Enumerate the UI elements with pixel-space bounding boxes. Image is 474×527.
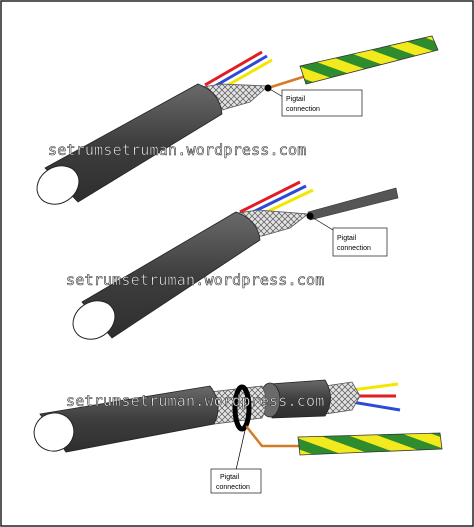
bottom-callout-leader <box>235 425 247 471</box>
middle-callout-leader <box>309 215 334 231</box>
middle-cable-end <box>72 300 116 340</box>
middle-callout-line2: connection <box>337 245 371 252</box>
top-callout-leader <box>267 87 284 98</box>
watermark-middle: setrumsetruman.wordpress.com <box>66 271 324 289</box>
top-callout-line2: connection <box>286 106 320 113</box>
middle-cable-jacket <box>81 211 261 339</box>
top-red-wire <box>204 50 263 87</box>
top-cable-jacket <box>44 83 223 203</box>
middle-callout-box <box>332 227 388 257</box>
top-earth-wire <box>299 35 439 85</box>
bottom-earth-wire <box>297 432 443 456</box>
watermark-top: setrumsetruman.wordpress.com <box>48 141 306 159</box>
bottom-right-jacket <box>269 379 331 419</box>
watermark-bottom: setrumsetruman.wordpress.com <box>66 392 324 410</box>
top-blue-wire <box>209 54 268 91</box>
middle-cable-assembly: Pigtail connection <box>72 180 399 340</box>
bottom-middle-braid <box>209 385 267 425</box>
bottom-blue-wire <box>351 400 401 412</box>
bottom-crimp-band <box>232 384 252 432</box>
bottom-cable-assembly: Pigtail connection <box>33 379 443 494</box>
middle-red-wire <box>239 180 301 214</box>
bottom-callout-line2: connection <box>216 484 250 491</box>
middle-callout-line1: Pigtail <box>337 235 357 242</box>
top-pigtail-copper <box>267 74 307 90</box>
top-callout-line1: Pigtail <box>286 96 306 103</box>
bottom-callout-box <box>210 468 262 494</box>
bottom-left-jacket <box>39 385 219 453</box>
bottom-cable-end <box>33 412 75 452</box>
top-cable-end <box>36 165 80 205</box>
bottom-pigtail-copper <box>245 425 300 448</box>
top-cable-assembly: Pigtail connection <box>36 35 439 205</box>
bottom-callout-line1: Pigtail <box>220 474 240 481</box>
top-callout-box <box>281 89 363 117</box>
middle-drain-wire <box>307 187 399 221</box>
bottom-yellow-wire <box>351 382 399 392</box>
